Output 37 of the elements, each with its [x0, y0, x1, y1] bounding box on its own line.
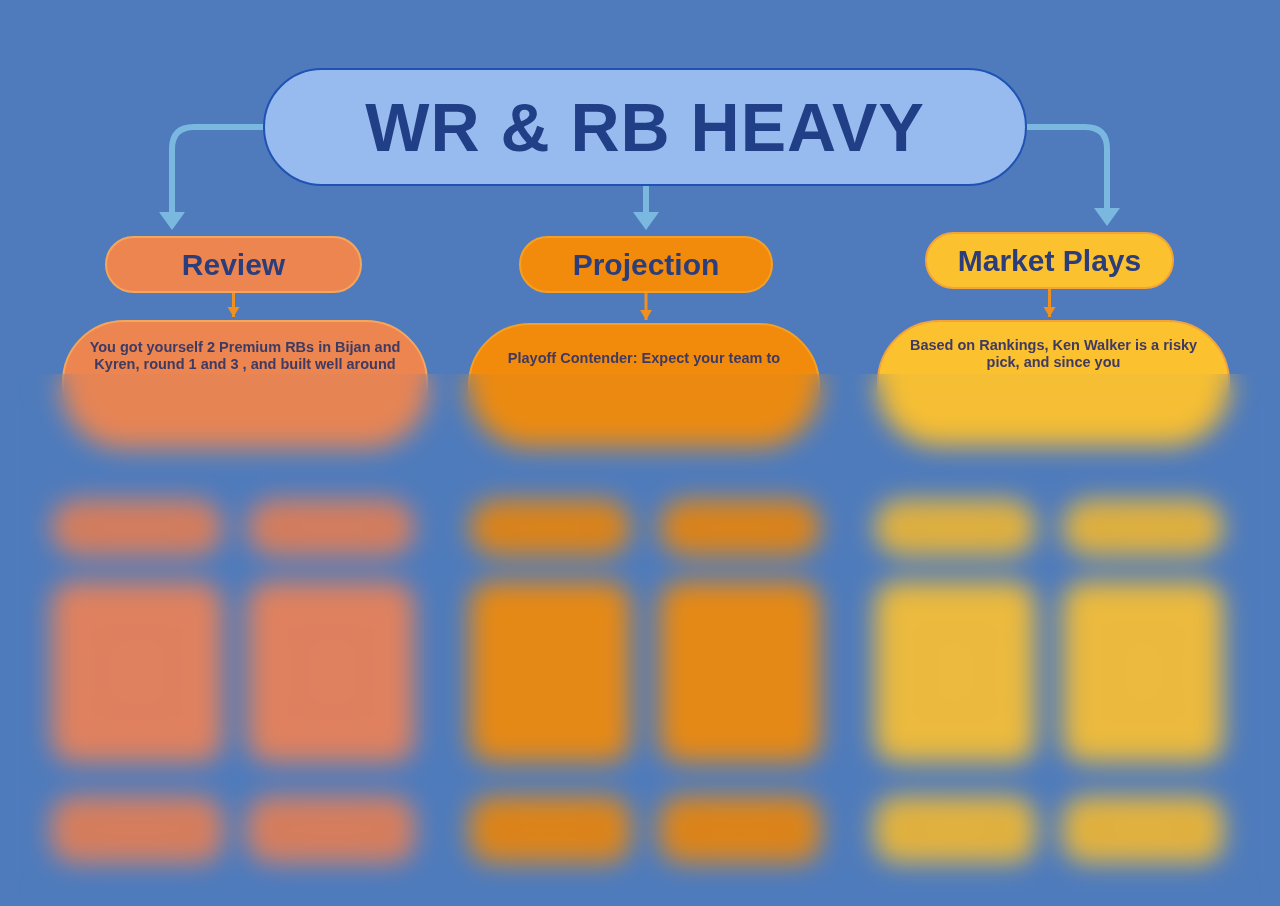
blurred-box [875, 797, 1035, 862]
blurred-box [875, 582, 1035, 762]
text-card [62, 320, 428, 448]
category-pill [925, 232, 1174, 289]
arrow [640, 293, 652, 320]
arrow [227, 293, 240, 317]
blurred-box [52, 500, 222, 555]
text-card [468, 323, 820, 447]
arrow [1027, 124, 1120, 226]
card-text: Based on Rankings, Ken Walker is a risky pick, and since you [908, 337, 1199, 371]
blurred-box [248, 582, 414, 762]
blurred-box [660, 500, 820, 555]
arrow [1043, 289, 1056, 317]
category-pill [105, 236, 362, 293]
blurred-box [1063, 797, 1223, 862]
blurred-box [52, 797, 222, 862]
blurred-box [875, 500, 1035, 555]
pill-label: Review [181, 248, 286, 281]
category-pill [519, 236, 773, 293]
blurred-box [470, 500, 630, 555]
blurred-box [660, 582, 820, 762]
blurred-box [248, 797, 414, 862]
blurred-box [470, 797, 630, 862]
arrow [633, 186, 659, 230]
blurred-box [470, 582, 630, 762]
arrow [159, 124, 263, 230]
card-text: You got yourself 2 Premium RBs in Bijan and Kyren, round 1 and 3 , and built well around [88, 339, 402, 373]
blurred-box [1063, 500, 1223, 555]
pill-label: Projection [572, 248, 720, 281]
blurred-box [660, 797, 820, 862]
blurred-box [248, 500, 414, 555]
text-card [877, 320, 1230, 446]
title-text: WR & RB HEAVY [365, 93, 925, 161]
blurred-box [1063, 582, 1223, 762]
card-text: Playoff Contender: Expect your team to [506, 350, 782, 367]
pill-label: Market Plays [957, 244, 1142, 277]
blurred-box [52, 582, 222, 762]
